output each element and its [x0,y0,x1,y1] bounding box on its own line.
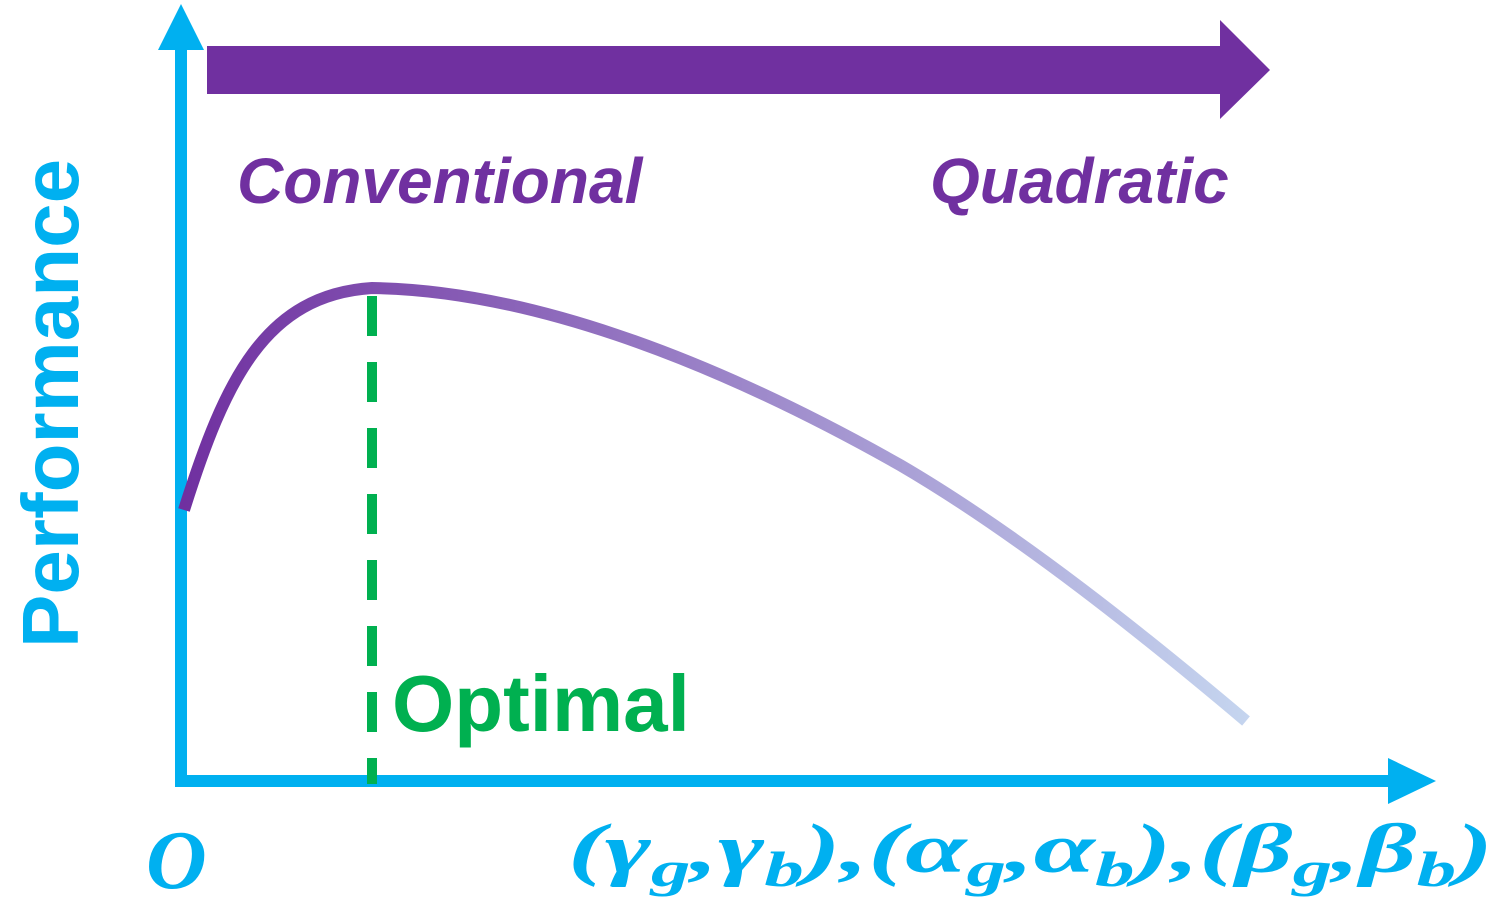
conventional-label: Conventional [237,145,644,217]
y-axis-label: Performance [6,159,95,648]
quadratic-label: Quadratic [930,145,1229,217]
y-axis-arrowhead [158,4,204,50]
performance-curve [178,281,1250,726]
direction-arrow [207,20,1270,119]
optimal-label: Optimal [392,659,690,748]
origin-label: O [146,814,207,903]
x-axis-arrowhead [1388,758,1436,804]
